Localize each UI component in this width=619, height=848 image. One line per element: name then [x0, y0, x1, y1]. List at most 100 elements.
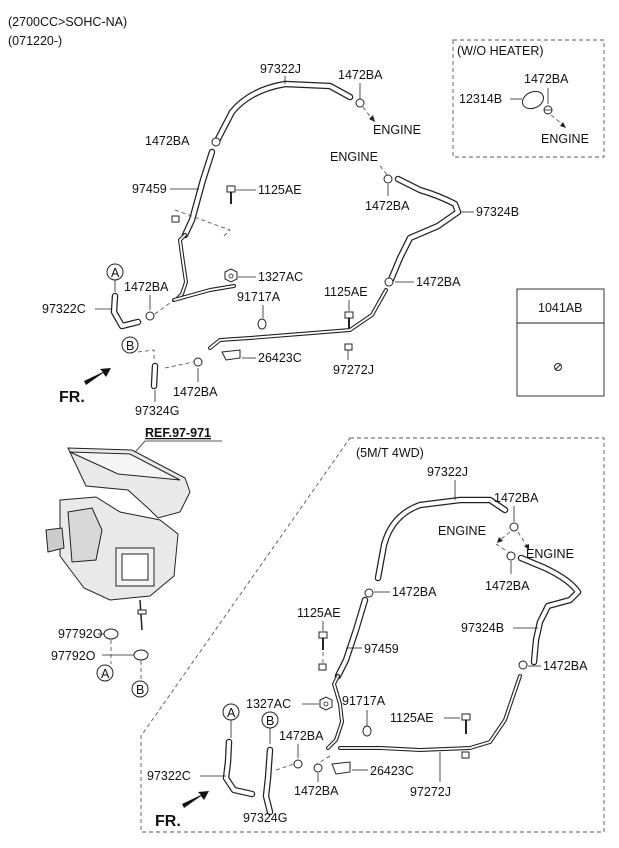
part-1041ab-label: 1041AB: [538, 301, 582, 315]
bracket-26423c: [221, 349, 241, 361]
clamp-1472ba-label: 1472BA: [365, 199, 410, 213]
clamp-icon: [364, 588, 374, 598]
pipe-97272j-label: 97272J: [410, 785, 451, 799]
wo-heater-engine-label: ENGINE: [541, 132, 589, 146]
clamp-1472ba-label: 1472BA: [416, 275, 461, 289]
cap-12314b: [521, 90, 545, 110]
arrow-icon: [560, 122, 566, 128]
bottom-assembly-5mt-4wd: (5M/T 4WD) 97322J 1472BA ENGINE ENGINE 1…: [140, 437, 605, 833]
clamp-icon: [313, 763, 323, 773]
callout-a-label: A: [101, 667, 110, 681]
clip-icon: [554, 363, 562, 371]
pipe-97272j-label: 97272J: [333, 363, 374, 377]
bolt-icon: [461, 713, 471, 734]
callout-a-label: A: [111, 266, 120, 280]
wo-heater-clamp-icon: [543, 105, 553, 115]
plug-icon: [133, 649, 149, 661]
clamp-1472ba-label: 1472BA: [338, 68, 383, 82]
hose-97324b-label: 97324B: [476, 205, 519, 219]
clamp-icon: [193, 357, 203, 367]
grommet-icon: [362, 725, 372, 737]
wo-heater-title: (W/O HEATER): [457, 44, 544, 58]
bolt-icon: [226, 185, 236, 204]
clamp-1472ba-label: 1472BA: [494, 491, 539, 505]
clamp-1472ba-label: 1472BA: [294, 784, 339, 798]
engine-label: ENGINE: [373, 123, 421, 137]
nut-icon: [319, 696, 333, 711]
engine-label: ENGINE: [526, 547, 574, 561]
clamp-1472ba-label: 1472BA: [485, 579, 530, 593]
callout-b-label: B: [136, 683, 144, 697]
grommet-icon: [257, 318, 267, 330]
clamp-icon: [145, 311, 155, 321]
heater-housing: [45, 447, 191, 631]
clamp-icon: [293, 759, 303, 769]
clamp-1472ba-label: 1472BA: [124, 280, 169, 294]
clamp-icon: [518, 660, 528, 670]
bracket-26423c-label: 26423C: [370, 764, 414, 778]
hose-97322j-label: 97322J: [427, 465, 468, 479]
clamp-1472ba-label: 1472BA: [173, 385, 218, 399]
front-arrow-icon: [84, 368, 111, 385]
callout-b-label: B: [126, 339, 134, 353]
bolt-icon: [318, 631, 328, 650]
variant-title: (5M/T 4WD): [356, 446, 424, 460]
front-arrow-icon: [182, 791, 209, 808]
hose-97459-label: 97459: [132, 182, 167, 196]
bolt-1125ae-label: 1125AE: [297, 606, 341, 620]
hose-97322j-label: 97322J: [260, 62, 301, 76]
callout-a-circle: [96, 664, 114, 682]
plug-97792o-label: 97792O: [51, 649, 96, 663]
top-assembly: 97322J 1472BA ENGINE 1472BA 97459 1125AE…: [42, 62, 519, 418]
callout-b-circle: [131, 680, 149, 698]
bracket-26423c-label: 26423C: [258, 351, 302, 365]
hose-97324b-label: 97324B: [461, 621, 504, 635]
clamp-1472ba-label: 1472BA: [392, 585, 437, 599]
clamp-icon: [355, 98, 365, 108]
bolt-1125ae-label: 1125AE: [258, 183, 302, 197]
clamp-1472ba-label: 1472BA: [145, 134, 190, 148]
hose-97322j: [214, 80, 354, 143]
wo-heater-clamp-label: 1472BA: [524, 72, 569, 86]
callout-b-label: B: [266, 714, 274, 728]
clamp-icon: [509, 522, 519, 532]
clamp-icon: [211, 137, 221, 147]
engine-label: ENGINE: [330, 150, 378, 164]
grommet-91717a-label: 91717A: [237, 290, 281, 304]
clamp-icon: [506, 551, 516, 561]
nut-1327ac-label: 1327AC: [246, 697, 291, 711]
clamp-1472ba-label: 1472BA: [279, 729, 324, 743]
engine-label: ENGINE: [438, 524, 486, 538]
arrow-icon: [524, 544, 529, 550]
date-spec-label: (071220-): [8, 34, 62, 48]
hose-97324g-label: 97324G: [243, 811, 287, 825]
heater-unit: REF.97-971 97792O 97792O A B: [45, 426, 222, 698]
arrow-icon: [497, 537, 503, 543]
plug-icon: [103, 628, 119, 640]
front-direction-label: FR.: [59, 389, 85, 406]
bracket-26423c: [331, 761, 351, 775]
engine-spec-label: (2700CC>SOHC-NA): [8, 15, 127, 29]
hose-97459-label: 97459: [364, 642, 399, 656]
wo-heater-cap-label: 12314B: [459, 92, 502, 106]
plug-97792o-label: 97792O: [58, 627, 103, 641]
wo-heater-inset: (W/O HEATER) 1472BA 12314B ENGINE: [452, 39, 605, 158]
arrow-icon: [369, 115, 375, 122]
reference-label: REF.97-971: [145, 426, 211, 440]
part-1041ab-box: 1041AB: [516, 288, 605, 397]
variant-border: [140, 437, 605, 833]
callout-a-label: A: [227, 706, 236, 720]
bolt-1125ae-label: 1125AE: [324, 285, 368, 299]
hose-97324g-label: 97324G: [135, 404, 179, 418]
hose-97322c-label: 97322C: [42, 302, 86, 316]
front-direction-label: FR.: [155, 813, 181, 830]
callout-b-circle: [121, 336, 139, 354]
clamp-icon: [383, 174, 393, 184]
nut-icon: [224, 268, 238, 283]
hose-97322j: [374, 496, 509, 582]
nut-1327ac-label: 1327AC: [258, 270, 303, 284]
grommet-91717a-label: 91717A: [342, 694, 386, 708]
bolt-icon: [344, 311, 354, 328]
clamp-icon: [384, 277, 394, 287]
